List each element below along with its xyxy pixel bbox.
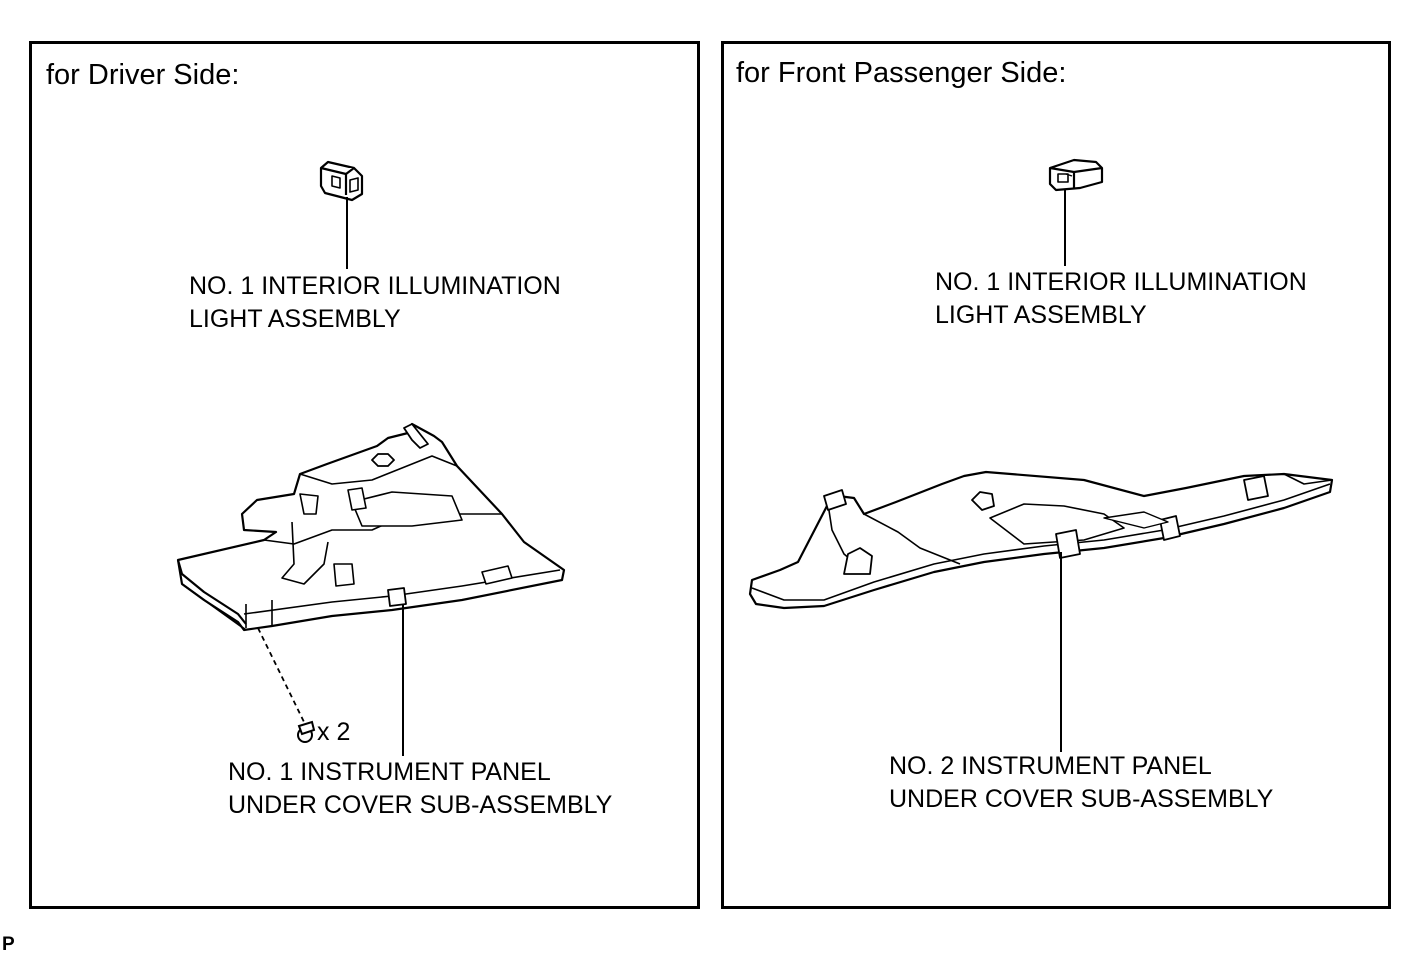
- passenger-side-panel: for Front Passenger Side:: [721, 41, 1391, 909]
- passenger-light-label-line1: NO. 1 INTERIOR ILLUMINATION: [935, 268, 1307, 296]
- screw-dashed-leader: [257, 627, 305, 723]
- driver-cover-label-line2: UNDER COVER SUB-ASSEMBLY: [228, 791, 613, 819]
- driver-light-label: NO. 1 INTERIOR ILLUMINATION LIGHT ASSEMB…: [189, 270, 561, 336]
- passenger-light-label: NO. 1 INTERIOR ILLUMINATION LIGHT ASSEMB…: [935, 266, 1307, 332]
- driver-light-label-line1: NO. 1 INTERIOR ILLUMINATION: [189, 272, 561, 300]
- driver-cover-label: NO. 1 INSTRUMENT PANEL UNDER COVER SUB-A…: [228, 756, 612, 822]
- driver-light-assembly-part: [319, 160, 364, 202]
- driver-cover-label-line1: NO. 1 INSTRUMENT PANEL: [228, 758, 551, 786]
- passenger-light-label-line2: LIGHT ASSEMBLY: [935, 301, 1147, 329]
- passenger-side-title: for Front Passenger Side:: [736, 57, 1067, 89]
- driver-under-cover-part: [176, 422, 566, 632]
- passenger-light-assembly-part: [1048, 158, 1104, 192]
- passenger-cover-label-line2: UNDER COVER SUB-ASSEMBLY: [889, 785, 1274, 813]
- driver-light-label-line2: LIGHT ASSEMBLY: [189, 305, 401, 333]
- passenger-under-cover-part: [748, 470, 1334, 610]
- passenger-side-illustration: [748, 158, 1334, 752]
- screw-icon: [297, 720, 316, 743]
- screw-quantity: x 2: [317, 718, 351, 746]
- figure-code: P: [2, 934, 15, 955]
- driver-side-panel: for Driver Side:: [29, 41, 700, 909]
- driver-side-illustration: [176, 160, 566, 756]
- passenger-cover-label: NO. 2 INSTRUMENT PANEL UNDER COVER SUB-A…: [889, 750, 1273, 816]
- driver-side-title: for Driver Side:: [46, 59, 240, 91]
- passenger-cover-label-line1: NO. 2 INSTRUMENT PANEL: [889, 752, 1212, 780]
